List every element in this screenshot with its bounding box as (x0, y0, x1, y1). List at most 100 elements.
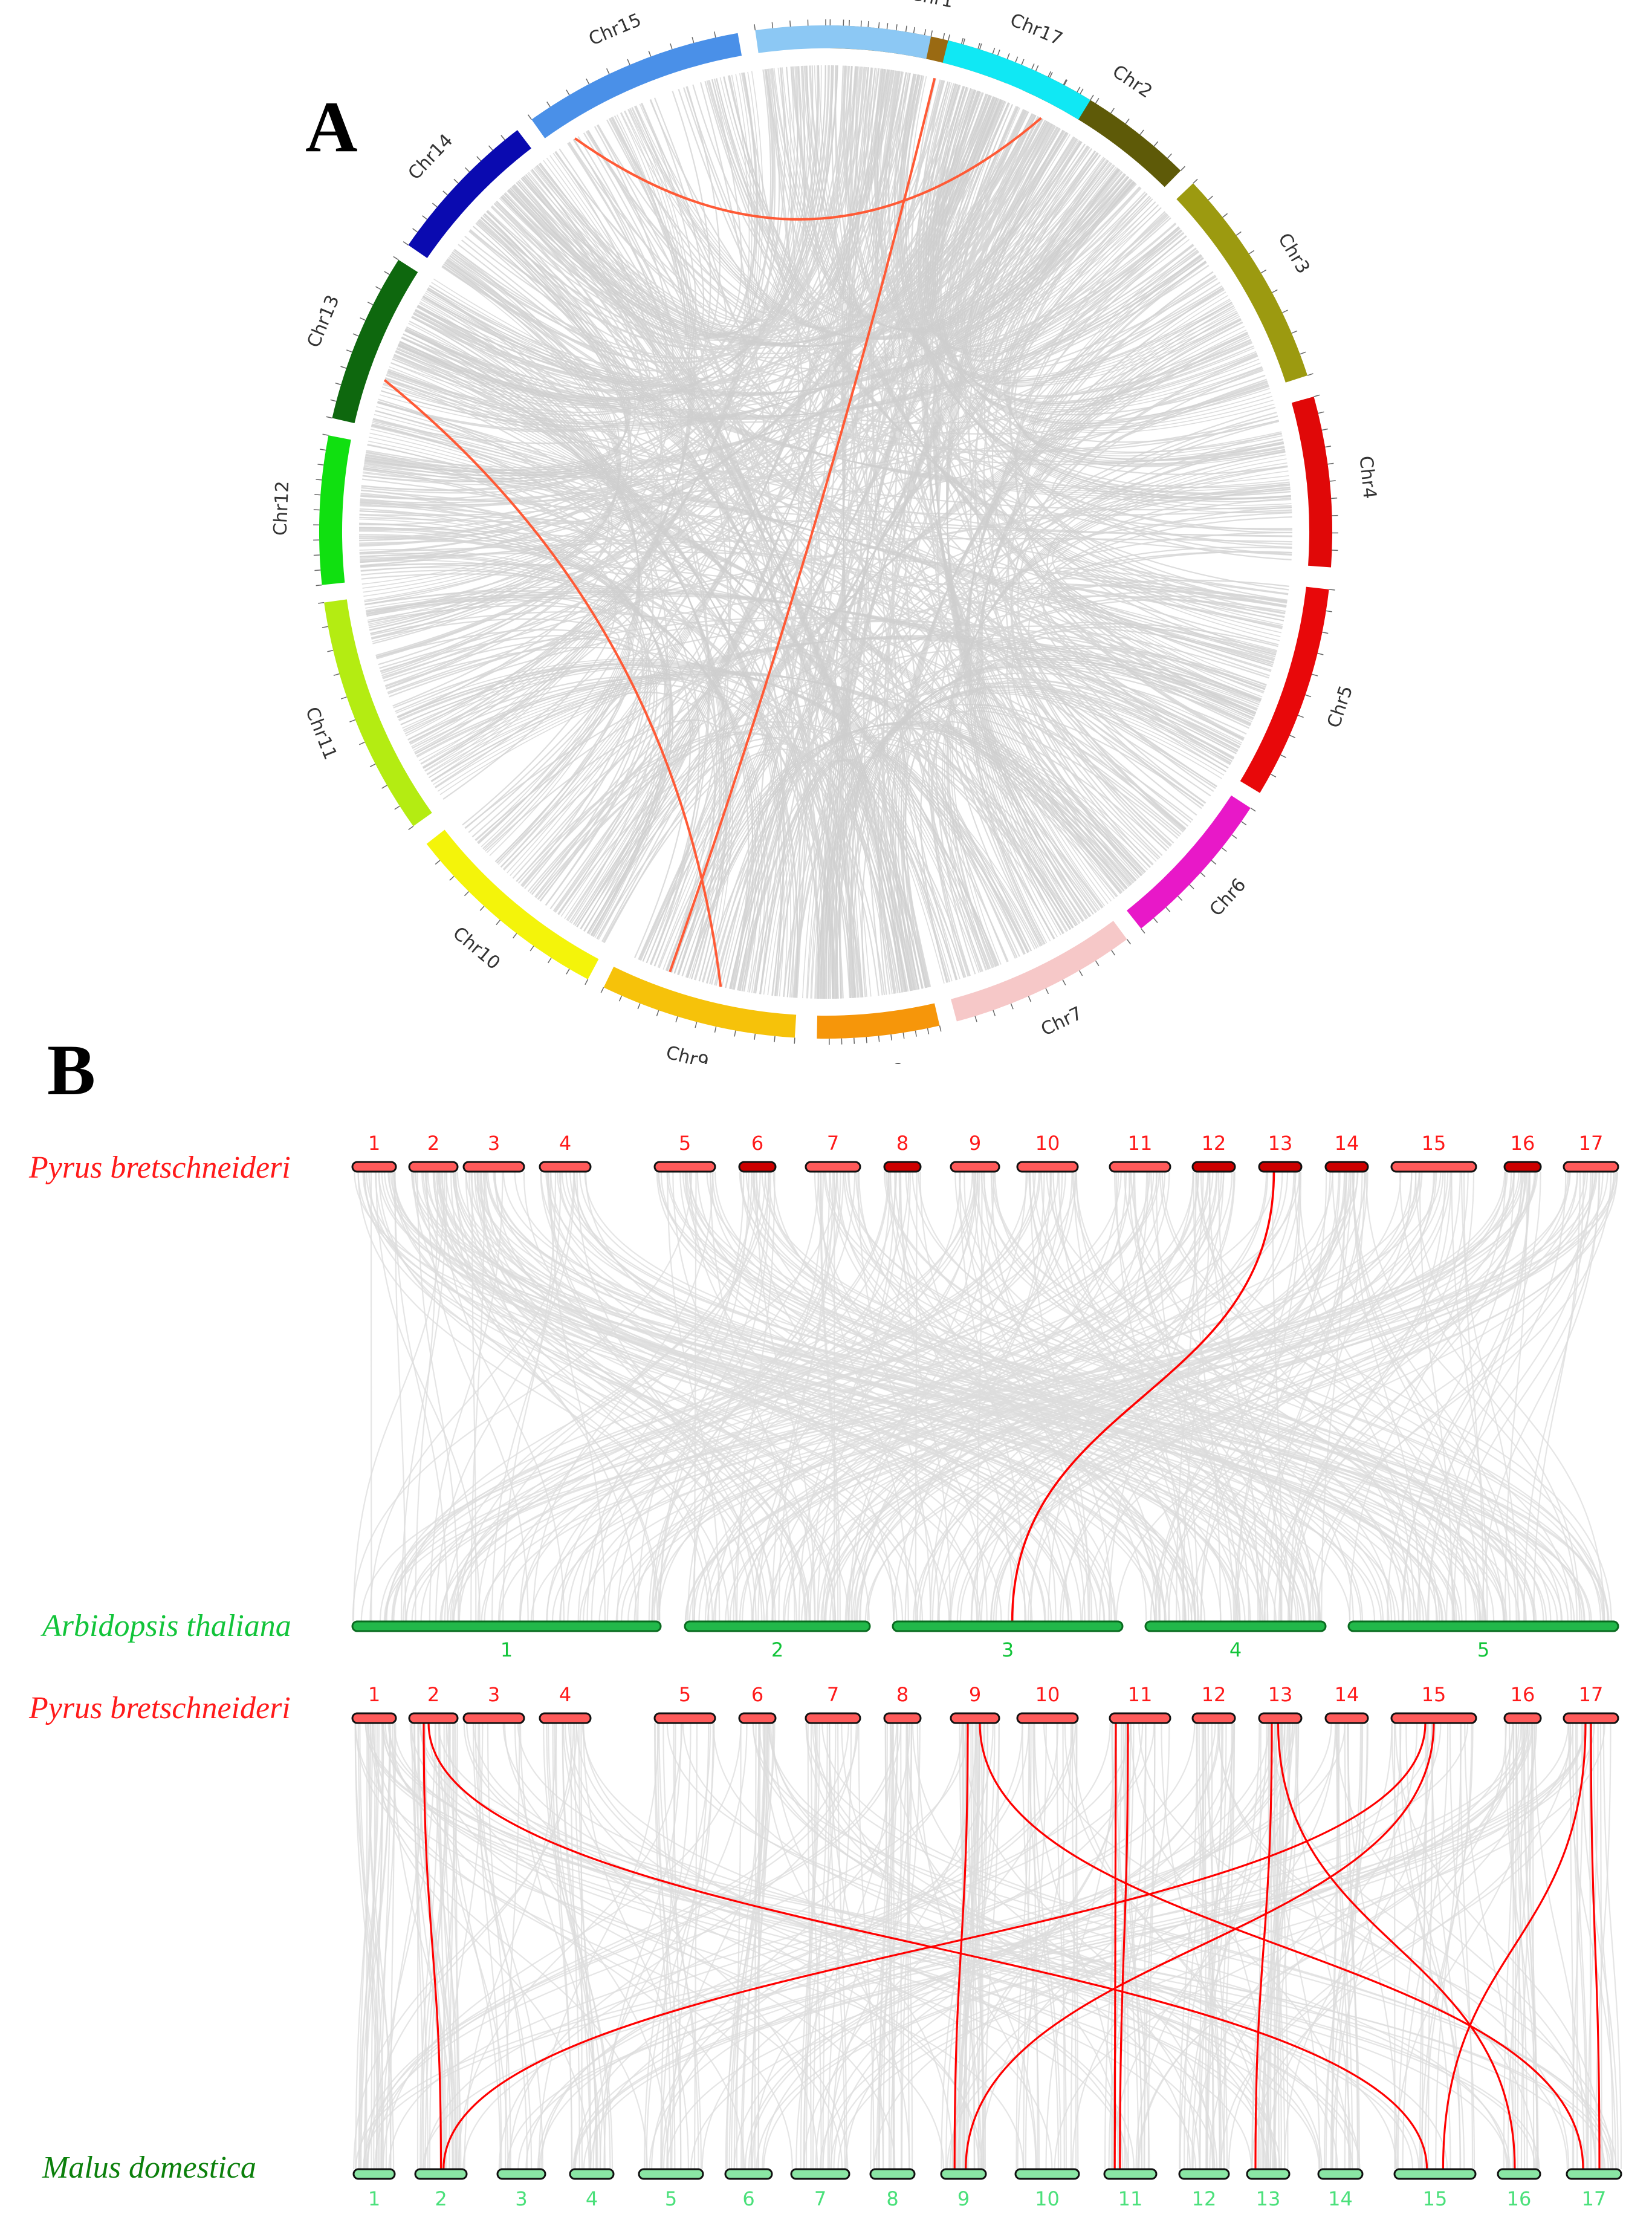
chromosome-tick (606, 68, 610, 74)
circos-link (790, 67, 1181, 349)
synteny-link (1209, 1722, 1418, 2170)
circos-link (383, 638, 655, 906)
synteny-link (1182, 1171, 1211, 1622)
pyrus-chromosome-15 (1390, 1161, 1477, 1173)
synteny-link (1391, 1722, 1465, 2170)
pyrus-chromosome-label-9: 9 (969, 1132, 981, 1155)
chromosome-tick (670, 43, 673, 50)
malus-chromosome-3 (496, 2168, 546, 2180)
chromosome-arc-chr9 (603, 967, 797, 1038)
synteny-link (1193, 1171, 1222, 1622)
synteny-link (847, 1171, 1535, 1622)
malus-chromosome-16 (1497, 2168, 1541, 2180)
synteny-link (919, 1171, 1057, 1622)
synteny-link (810, 1722, 822, 2170)
chromosome-tick (1165, 907, 1171, 912)
synteny-link (590, 1722, 1196, 2170)
synteny-link (1435, 1722, 1462, 2170)
chromosome-tick (1028, 996, 1032, 1002)
circos-link (360, 502, 1265, 693)
synteny-link (1295, 1722, 1352, 2170)
chromosome-tick (322, 433, 329, 436)
synteny-link (453, 1171, 1537, 1622)
chromosome-tick (1095, 98, 1100, 104)
synteny-link (1572, 1722, 1587, 2170)
chromosome-tick (566, 89, 570, 96)
circos-link (1048, 584, 1287, 714)
synteny-link (471, 1171, 477, 1622)
synteny-link (1187, 1722, 1268, 2170)
synteny-highlight-link (965, 1722, 1435, 2170)
pyrus-chromosome-label-9: 9 (969, 1683, 981, 1706)
synteny-link (355, 1722, 373, 2170)
synteny-link (391, 1171, 1040, 1622)
synteny-link (1532, 1722, 1535, 2170)
circos-link (378, 398, 835, 999)
synteny-link (761, 1171, 1544, 1622)
synteny-link (1104, 1722, 1122, 2170)
circos-link (372, 418, 700, 965)
synteny-link (374, 1722, 859, 2170)
synteny-link (753, 1171, 940, 1622)
circos-link (983, 138, 1253, 405)
synteny-link (384, 1722, 1129, 2170)
synteny-link (837, 1722, 1605, 2170)
synteny-link (352, 1171, 445, 1622)
synteny-link (728, 1722, 768, 2170)
synteny-link (360, 1722, 380, 2170)
synteny-link (455, 1171, 658, 1622)
synteny-link (575, 1722, 1135, 2170)
chromosome-tick (1048, 71, 1052, 77)
pyrus-chromosome-7 (805, 1161, 861, 1173)
chromosome-tick (927, 1028, 930, 1034)
chromosome-arc-chr5 (1240, 586, 1329, 793)
chromosome-tick (359, 741, 365, 745)
chromosome-tick (442, 190, 448, 196)
synteny-link (1048, 1171, 1149, 1622)
circos-link (963, 261, 1206, 946)
malus-chromosome-1 (352, 2168, 396, 2180)
synteny-link (579, 1171, 1535, 1622)
synteny-link (823, 1171, 1495, 1622)
synteny-link (585, 1171, 1069, 1622)
chromosome-tick (349, 719, 355, 722)
synteny-link (906, 1722, 910, 2170)
synteny-link (1523, 1722, 1538, 2170)
synteny-link (822, 1722, 1219, 2170)
pyrus-malus-highlight-links (423, 1722, 1601, 2170)
circos-link (818, 65, 1260, 706)
synteny-link (1428, 1171, 1531, 1622)
chromosome-tick (695, 1022, 698, 1028)
synteny-link (413, 1171, 710, 1622)
chromosome-tick (960, 37, 964, 44)
synteny-link (958, 1171, 1393, 1622)
chromosome-tick (1312, 673, 1318, 677)
chromosome-tick (1077, 86, 1081, 92)
chromosome-arc-chr11 (324, 599, 432, 826)
chromosome-tick (866, 1037, 867, 1043)
synteny-link (803, 1722, 837, 2170)
chromosome-tick (1064, 79, 1068, 86)
circos-link (504, 193, 1030, 953)
pyrus-species-label-2: Pyrus bretschneideri (29, 1691, 291, 1725)
circos-link (359, 537, 1292, 554)
chromosome-tick (1049, 72, 1053, 78)
synteny-link (576, 1171, 737, 1622)
synteny-link (439, 1722, 509, 2170)
malus-chromosome-label-14: 14 (1328, 2187, 1353, 2210)
synteny-link (667, 1171, 721, 1622)
synteny-link (415, 1171, 924, 1622)
chromosome-tick (476, 156, 482, 161)
circos-link (395, 274, 1216, 713)
synteny-link (519, 1722, 601, 2170)
synteny-highlight-link (1277, 1722, 1516, 2170)
malus-chromosome-4 (569, 2168, 615, 2180)
synteny-link (1508, 1722, 1526, 2170)
chromosome-tick (1177, 895, 1183, 901)
circos-link (538, 86, 965, 331)
synteny-link (763, 1722, 1531, 2170)
synteny-link (458, 1722, 683, 2170)
synteny-link (1575, 1722, 1589, 2170)
